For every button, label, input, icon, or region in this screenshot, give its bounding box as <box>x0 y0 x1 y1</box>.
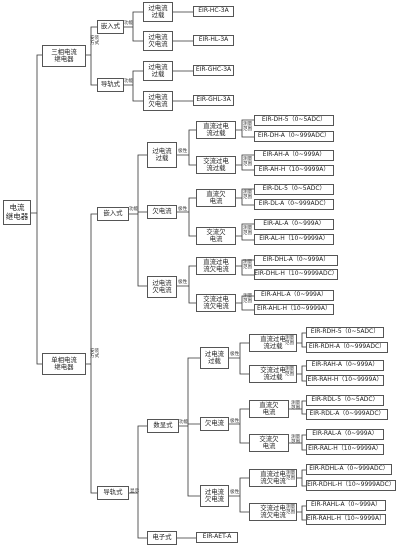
emb-g3-s2-leaf-1: EIR-AHL-A（0~999A） <box>254 290 334 301</box>
b1-embedded-over: 过电流 过载 <box>143 2 173 22</box>
b1-method-label: 安装 方式 <box>90 36 100 47</box>
emb-group-3: 过电流 欠电流 <box>147 276 177 298</box>
b1-embedded-under: 过电流 欠电流 <box>143 31 173 51</box>
rail-group-2: 欠电流 <box>200 417 229 431</box>
b2-rail-type: 显示 <box>130 489 140 494</box>
rail-group-1-char: 极性 <box>230 352 240 357</box>
rail-g2-sub-1-range: 测量 范围 <box>291 401 301 412</box>
root-node: 电流 继电器 <box>3 200 31 225</box>
b1-rail-under-model: EIR-GHL-3A <box>193 95 234 106</box>
emb-group-3-char: 极性 <box>178 280 188 285</box>
rail-g1-s2-leaf-2: EIR-RAH-H（10~9999A） <box>306 375 384 386</box>
emb-g1-s2-leaf-2: EIR-AH-H（10~9999A） <box>254 165 334 176</box>
b2-embedded-node: 嵌入式 <box>97 207 129 221</box>
rail-g2-s1-leaf-2: EIR-RDL-A（0~999ADC） <box>306 409 388 420</box>
emb-g1-s1-leaf-2: EIR-DH-A（0~999ADC） <box>254 131 334 142</box>
rail-g1-sub-1: 直流过电 流过载 <box>249 334 297 352</box>
emb-g1-sub-1: 直流过电 流过载 <box>196 121 236 139</box>
rail-g1-sub-2: 交流过电 流过载 <box>249 365 297 383</box>
rail-g1-sub-1-range: 测量 范围 <box>285 336 295 347</box>
emb-group-1: 过电流 过载 <box>147 142 177 168</box>
b2-method-label: 安装 方式 <box>90 349 100 360</box>
rail-g1-s1-leaf-1: EIR-RDH-5（0~5ADC） <box>306 327 384 338</box>
b1-rail-under: 过电流 欠电流 <box>143 91 173 111</box>
rail-g3-s2-leaf-1: EIR-RAHL-A（0~999A） <box>306 500 386 511</box>
emb-g2-sub-2: 交流欠 电流 <box>196 227 236 245</box>
rail-g1-s1-leaf-2: EIR-RDH-A（0~999ADC） <box>306 342 388 353</box>
emb-g1-sub-1-range: 测量 范围 <box>243 122 253 133</box>
rail-g3-sub-2-range: 测量 范围 <box>286 505 296 516</box>
rail-group-1: 过电流 过载 <box>200 347 229 369</box>
rail-g1-sub-2-range: 测量 范围 <box>285 367 295 378</box>
emb-g2-s2-leaf-2: EIR-AL-H（10~9999A） <box>254 234 334 245</box>
rail-g3-s1-leaf-1: EIR-RDHL-A（0~999ADC） <box>306 464 392 475</box>
digital-fn: 功能 <box>179 420 189 425</box>
rail-g2-s2-leaf-2: EIR-RAL-H（10~9999A） <box>306 444 384 455</box>
rail-group-3-char: 极性 <box>230 490 240 495</box>
b2-rail-node: 导轨式 <box>97 486 129 500</box>
single-phase-node: 单相电流 继电器 <box>42 353 86 375</box>
rail-g2-sub-1: 直流欠 电流 <box>249 400 289 418</box>
emb-g1-sub-2-range: 测量 范围 <box>243 157 253 168</box>
emb-g1-s1-leaf-1: EIR-DH-5（0~5ADC） <box>254 115 334 126</box>
electronic-model: EIR-AET-A <box>196 532 238 543</box>
b1-rail-fn: 功能 <box>124 79 134 84</box>
rail-g3-s2-leaf-2: EIR-RAHL-H（10~9999A） <box>306 514 386 525</box>
three-phase-node: 三相电流 继电器 <box>42 45 86 67</box>
emb-g3-s1-leaf-2: EIR-DHL-H（10~9999ADC） <box>254 269 338 280</box>
emb-g3-s2-leaf-2: EIR-AHL-H（10~9999A） <box>254 304 334 315</box>
emb-g2-s2-leaf-1: EIR-AL-A（0~999A） <box>254 219 334 230</box>
emb-g3-sub-1: 直流过电 流欠电流 <box>196 257 236 275</box>
b1-rail-node: 导轨式 <box>97 78 124 92</box>
rail-g3-sub-2: 交流过电 流欠电流 <box>249 503 297 521</box>
rail-g3-s1-leaf-2: EIR-RDHL-H（10~9999ADC） <box>306 480 396 491</box>
emb-group-2: 欠电流 <box>147 205 177 219</box>
emb-g3-s1-leaf-1: EIR-DHL-A（0~999A） <box>254 255 338 266</box>
emb-g1-s2-leaf-1: EIR-AH-A（0~999A） <box>254 150 334 161</box>
rail-g2-sub-2: 交流欠 电流 <box>249 434 289 452</box>
rail-g3-sub-1: 直流过电 流欠电流 <box>249 469 297 487</box>
b1-rail-over-model: EIR-GHC-3A <box>193 65 234 76</box>
rail-g2-s2-leaf-1: EIR-RAL-A（0~999A） <box>306 429 384 440</box>
b1-rail-over: 过电流 过载 <box>143 61 173 81</box>
rail-g3-sub-1-range: 测量 范围 <box>286 471 296 482</box>
b1-embedded-under-model: EIR-HL-3A <box>193 35 234 46</box>
emb-group-2-char: 极性 <box>178 207 188 212</box>
digital-node: 数显式 <box>147 419 179 433</box>
rail-g2-sub-2-range: 测量 范围 <box>291 435 301 446</box>
rail-group-2-char: 极性 <box>230 419 240 424</box>
rail-g1-s2-leaf-1: EIR-RAH-A（0~999A） <box>306 360 384 371</box>
b1-embedded-fn: 功能 <box>124 21 134 26</box>
b2-embedded-fn: 功能 <box>129 207 139 212</box>
emb-g2-sub-1: 直流欠 电流 <box>196 189 236 207</box>
emb-group-1-char: 极性 <box>178 149 188 154</box>
emb-g3-sub-2: 交流过电 流欠电流 <box>196 294 236 312</box>
emb-g2-s1-leaf-1: EIR-DL-5（0~5ADC） <box>254 184 334 195</box>
emb-g2-sub-1-range: 测量 范围 <box>243 190 253 201</box>
b1-embedded-node: 嵌入式 <box>97 20 124 34</box>
emb-g1-sub-2: 交流过电 流过载 <box>196 156 236 174</box>
rail-group-3: 过电流 欠电流 <box>200 485 229 507</box>
electronic-node: 电子式 <box>147 531 177 545</box>
emb-g3-sub-2-range: 测量 范围 <box>243 294 253 305</box>
emb-g2-s1-leaf-2: EIR-DL-A（0~999ADC） <box>254 199 334 210</box>
emb-g3-sub-1-range: 测量 范围 <box>243 260 253 271</box>
emb-g2-sub-2-range: 测量 范围 <box>243 226 253 237</box>
rail-g2-s1-leaf-1: EIR-RDL-5（0~5ADC） <box>306 395 384 406</box>
b1-embedded-over-model: EIR-HC-3A <box>193 6 234 17</box>
